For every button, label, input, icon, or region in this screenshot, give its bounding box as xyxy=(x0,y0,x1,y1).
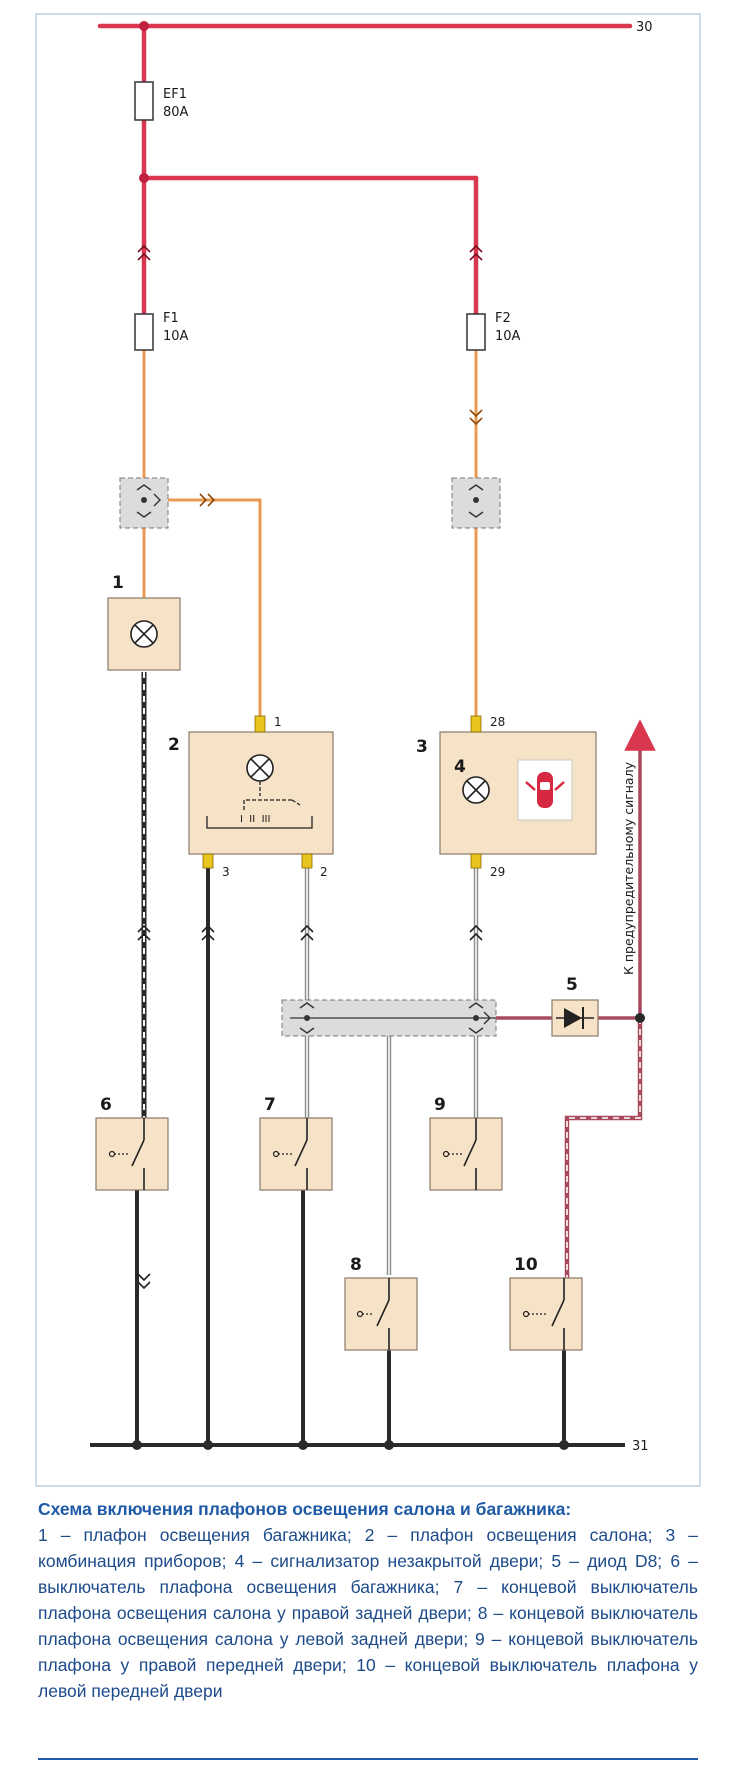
darkred-wires xyxy=(496,719,656,1282)
label-component-10: 10 xyxy=(514,1255,538,1275)
component-5-diode xyxy=(551,999,599,1037)
connector-block-left xyxy=(119,477,169,529)
label-component-7: 7 xyxy=(264,1095,276,1115)
label-component-5: 5 xyxy=(566,975,578,995)
diagram-frame xyxy=(35,13,701,1487)
switch-positions: I II III xyxy=(240,814,270,825)
door-ajar-icon xyxy=(517,759,573,821)
fuse-f2-name: F2 xyxy=(495,311,511,326)
pin-3: 3 xyxy=(222,865,230,879)
label-component-1: 1 xyxy=(112,573,124,593)
orange-wires xyxy=(142,346,478,716)
component-1-trunk-lamp xyxy=(107,597,181,671)
fuse-f2-rating: 10A xyxy=(495,329,521,344)
gray-wires xyxy=(304,866,496,1275)
label-component-8: 8 xyxy=(350,1255,362,1275)
caption-text: 1 – плафон освещения багажника; 2 – плаф… xyxy=(38,1525,698,1701)
component-10-switch xyxy=(509,1277,583,1351)
component-2-cabin-lamp xyxy=(188,731,334,855)
label-component-6: 6 xyxy=(100,1095,112,1115)
bottom-rule xyxy=(38,1758,698,1760)
pin-29: 29 xyxy=(490,865,505,879)
fuse-f1-name: F1 xyxy=(163,311,179,326)
label-component-9: 9 xyxy=(434,1095,446,1115)
component-6-trunk-switch xyxy=(95,1117,169,1191)
terminal-31: 31 xyxy=(632,1439,649,1454)
red-wires xyxy=(97,23,633,321)
component-8-switch xyxy=(344,1277,418,1351)
dark-wires xyxy=(90,866,625,1447)
fuse-ef1-name: EF1 xyxy=(163,87,187,102)
diagram-caption: Схема включения плафонов освещения салон… xyxy=(38,1496,698,1704)
label-component-2: 2 xyxy=(168,735,180,755)
caption-title: Схема включения плафонов освещения салон… xyxy=(38,1499,572,1519)
wire-chevrons xyxy=(137,244,483,1290)
fuse-f2 xyxy=(466,313,486,351)
junction-dots xyxy=(132,21,645,1450)
label-component-4: 4 xyxy=(454,757,466,777)
fuse-ef1-rating: 80A xyxy=(163,105,189,120)
fuse-f1-rating: 10A xyxy=(163,329,189,344)
pin-1: 1 xyxy=(274,715,282,729)
connector-block-middle xyxy=(281,999,497,1037)
component-7-switch xyxy=(259,1117,333,1191)
fuse-ef1 xyxy=(134,81,154,121)
terminal-30: 30 xyxy=(636,20,653,35)
label-component-3: 3 xyxy=(416,737,428,757)
fuse-f1 xyxy=(134,313,154,351)
connector-pins-2 xyxy=(202,715,313,869)
pin-28: 28 xyxy=(490,715,505,729)
connector-pins-3 xyxy=(470,715,482,869)
wiring-diagram: EF1 80A F1 10A F2 10A 30 31 1 2 xyxy=(35,13,701,1487)
connector-block-right xyxy=(451,477,501,529)
component-9-switch xyxy=(429,1117,503,1191)
pin-2: 2 xyxy=(320,865,328,879)
warning-signal-label: К предупредительному сигналу xyxy=(621,761,636,975)
